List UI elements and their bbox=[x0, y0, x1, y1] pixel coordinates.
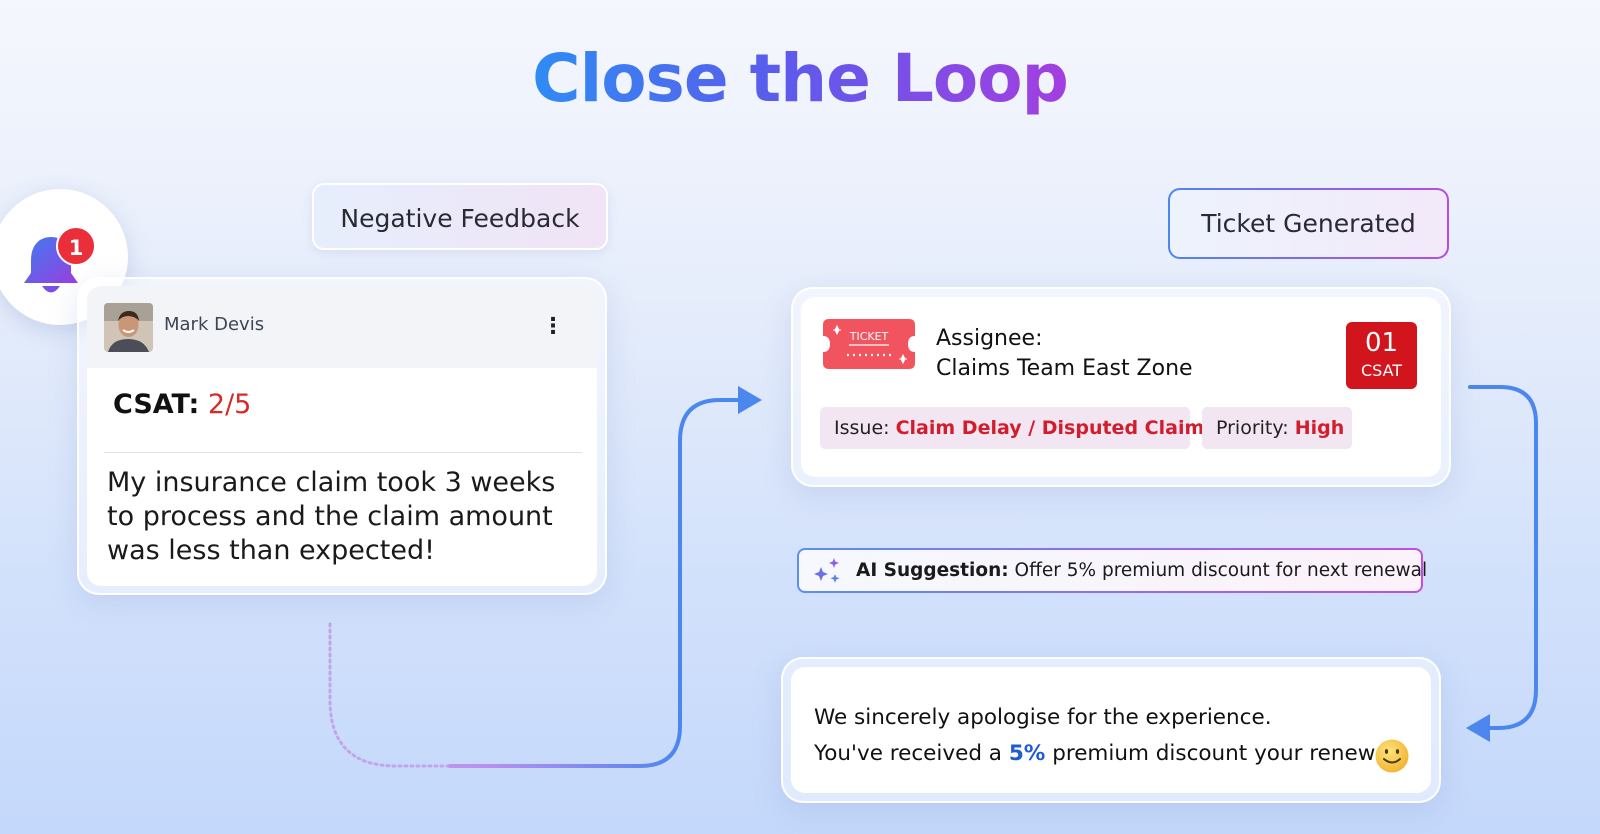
page-title: Close the Loop bbox=[532, 40, 1069, 117]
priority-value: High bbox=[1294, 417, 1345, 439]
flow-dotted-start bbox=[328, 622, 452, 768]
flow-arrow-to-reply bbox=[1466, 714, 1490, 742]
ticket-generated-label: Ticket Generated bbox=[1168, 188, 1449, 259]
issue-value: Claim Delay / Disputed Claim bbox=[895, 417, 1205, 439]
ai-suggestion-label: AI Suggestion: bbox=[856, 560, 1009, 581]
ticket-generated-text: Ticket Generated bbox=[1170, 190, 1447, 257]
negative-feedback-label: Negative Feedback bbox=[312, 183, 608, 250]
reply-line-1: We sincerely apologise for the experienc… bbox=[814, 705, 1272, 730]
discount-highlight: 5% bbox=[1008, 741, 1046, 766]
notification-badge: 1 bbox=[56, 226, 96, 266]
divider bbox=[104, 452, 582, 453]
feedback-card: Mark Devis ⋮ CSAT: 2/5 My insurance clai… bbox=[87, 286, 597, 586]
issue-label: Issue: bbox=[834, 417, 890, 439]
feedback-card-header bbox=[87, 286, 597, 368]
more-options-icon[interactable]: ⋮ bbox=[542, 314, 564, 339]
csat-badge-label: CSAT bbox=[1360, 361, 1403, 380]
ai-suggestion-inner: AI Suggestion: Offer 5% premium discount… bbox=[799, 550, 1427, 591]
ai-sparkle-icon bbox=[814, 558, 840, 583]
csat-badge-number: 01 bbox=[1364, 328, 1399, 358]
reply-card: We sincerely apologise for the experienc… bbox=[791, 667, 1431, 793]
assignee-label: Assignee: bbox=[936, 326, 1043, 351]
smiley-emoji-icon bbox=[1375, 739, 1409, 773]
assignee-value: Claims Team East Zone bbox=[936, 356, 1193, 381]
flow-path-feedback-to-ticket bbox=[448, 398, 742, 768]
reply-line-2-suffix: premium discount your renewal. bbox=[1052, 741, 1402, 766]
csat-value: 2/5 bbox=[207, 389, 252, 420]
csat-label: CSAT: bbox=[113, 389, 200, 420]
ai-suggestion-bar: AI Suggestion: Offer 5% premium discount… bbox=[797, 548, 1427, 593]
avatar bbox=[104, 303, 153, 352]
reply-line-2-prefix: You've received a bbox=[814, 741, 1002, 766]
ai-suggestion-text: AI Suggestion: Offer 5% premium discount… bbox=[856, 550, 1427, 591]
priority-label: Priority: bbox=[1216, 417, 1289, 439]
flow-arrow-to-ticket bbox=[738, 386, 762, 414]
csat-badge: 01 CSAT bbox=[1346, 322, 1417, 389]
ticket-icon: TICKET bbox=[823, 319, 915, 369]
ticket-card: TICKET Assignee: Claims Team East Zone 0… bbox=[801, 297, 1441, 477]
author-name: Mark Devis bbox=[164, 314, 265, 335]
issue-chip: Issue: Claim Delay / Disputed Claim bbox=[820, 407, 1204, 449]
ticket-icon-text: TICKET bbox=[849, 330, 889, 343]
reply-line-2: You've received a 5% premium discount yo… bbox=[814, 741, 1401, 766]
ai-suggestion-body: Offer 5% premium discount for next renew… bbox=[1014, 560, 1428, 581]
flow-path-ticket-to-reply bbox=[1468, 385, 1538, 730]
csat-score: CSAT: 2/5 bbox=[113, 389, 251, 420]
priority-chip: Priority: High bbox=[1202, 407, 1352, 449]
feedback-comment: My insurance claim took 3 weeks to proce… bbox=[107, 467, 556, 566]
